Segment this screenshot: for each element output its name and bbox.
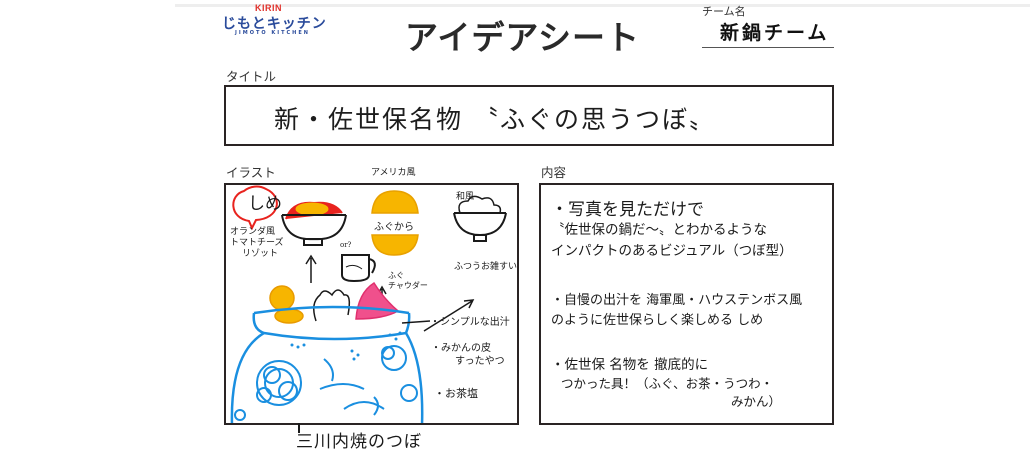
fugu-chowder-label: ふぐ チャウダー (388, 271, 428, 291)
team-underline (702, 47, 834, 48)
title-box: 新・佐世保名物 〝ふぐの思うつぼ〟 (224, 85, 834, 146)
fugu-zosui-label: ふつうお雑すい (454, 262, 518, 272)
mikawachi-pot-icon (230, 305, 431, 423)
illustration-drawing (230, 185, 507, 423)
fugu-karaage-label: ふぐから (374, 222, 414, 233)
content-line: ・自慢の出汁を 海軍風・ハウステンボス風 (551, 293, 803, 308)
fugu-chowder-line: チャウダー (388, 281, 428, 290)
mikan-peel-label: ・みかんの皮 すったやつ (431, 342, 505, 368)
dutch-style-line: リゾット (242, 249, 279, 259)
content-label: 内容 (541, 165, 567, 180)
title-label: タイトル (226, 69, 277, 84)
content-line: ・佐世保 名物を 撤底的に (551, 357, 709, 373)
content-line: つかった具！（ふぐ、お茶・うつわ・ (561, 376, 774, 391)
mikan-peel-line: すったやつ (455, 356, 505, 367)
fugu-chowder-line: ふぐ (388, 271, 404, 280)
simple-broth-label: ・シンプルな出汁 (430, 317, 510, 328)
sheet-title: アイデアシート (405, 18, 641, 57)
content-line: ・写真を見ただけで (551, 200, 704, 220)
content-box: ・写真を見ただけで 〝佐世保の鍋だ〜〟とわかるような インパクトのあるビジュアル… (539, 183, 834, 425)
content-line: のように佐世保らしく楽しめる しめ (551, 313, 764, 328)
japanese-style-label: 和風 (456, 192, 475, 202)
caption-pointer (298, 423, 300, 433)
illustration-box: しめ オランダ風 トマトチーズ リゾット ふぐから or? ふぐ チャウダー 和… (224, 183, 519, 425)
illustration-label: イラスト (226, 165, 276, 180)
pot-contents-icon (269, 281, 400, 324)
shime-bubble-icon (232, 185, 278, 231)
zosui-bowl-icon (423, 195, 507, 332)
team-value: 新鍋チーム (720, 22, 830, 44)
dutch-style-line: オランダ風 (230, 227, 276, 237)
logo-name: じもとキッチン (222, 16, 327, 32)
mikan-peel-line: ・みかんの皮 (431, 343, 491, 354)
logo-brand: KIRIN (255, 3, 282, 13)
dutch-style-label: オランダ風 トマトチーズ リゾット (230, 227, 284, 260)
american-style-label: アメリカ風 (371, 168, 416, 178)
title-value: 新・佐世保名物 〝ふぐの思うつぼ〟 (274, 105, 716, 134)
dutch-style-line: トマトチーズ (230, 238, 284, 248)
content-line: みかん） (731, 394, 782, 409)
scan-edge-line (175, 4, 1030, 7)
content-line: 〝佐世保の鍋だ〜〟とわかるような (551, 222, 767, 238)
tea-salt-label: ・お茶塩 (434, 387, 478, 400)
tsubo-caption: 三川内焼のつぼ (296, 432, 422, 452)
risotto-bowl-icon (281, 201, 347, 283)
content-line: インパクトのあるビジュアル（つぼ型） (551, 243, 793, 259)
fugu-burger-icon (371, 190, 419, 256)
team-label: チーム名 (702, 5, 746, 18)
shime-label: しめ (248, 194, 282, 214)
or-label: or? (340, 241, 352, 249)
logo-subtitle: JIMOTO KITCHEN (235, 30, 310, 36)
